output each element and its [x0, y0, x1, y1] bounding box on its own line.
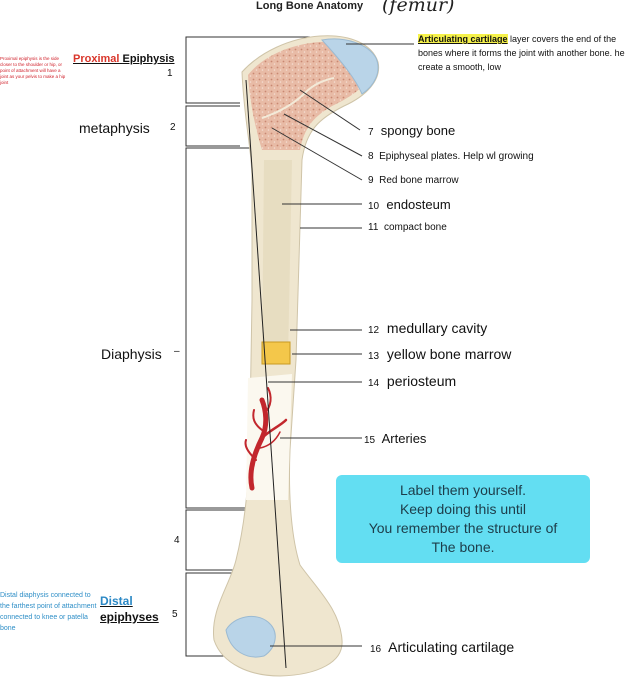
- region-number-2: 2: [170, 122, 176, 133]
- region-number-4: 4: [174, 535, 180, 546]
- cartilage-description: Articulating cartilage layer covers the …: [418, 32, 640, 74]
- proximal-epiphysis-label: Proximal Epiphysis: [73, 53, 175, 65]
- label-compact-bone: 11 compact bone: [368, 222, 447, 233]
- label-periosteum: 14 periosteum: [368, 373, 457, 389]
- epiphysis-word: Epiphysis: [122, 53, 175, 65]
- note-line-2: Keep doing this until: [399, 501, 527, 517]
- label-red-bone-marrow: 9 Red bone marrow: [368, 175, 459, 186]
- note-line-3: You remember the structure of: [368, 520, 558, 536]
- label-yellow-bone-marrow: 13 yellow bone marrow: [368, 346, 512, 362]
- yellow-bone-marrow: [261, 341, 291, 365]
- label-epiphyseal-plates: 8 Epiphyseal plates. Help wl growing: [368, 151, 534, 162]
- bracket-diaphysis: [185, 147, 255, 509]
- medullary-cavity: [262, 160, 292, 360]
- note-line-1: Label them yourself.: [399, 482, 527, 498]
- distal-word: Distal: [100, 594, 133, 608]
- note-line-4: The bone.: [431, 539, 495, 555]
- distal-note: Distal diaphysis connected to the farthe…: [0, 592, 97, 632]
- region-number-1: 1: [167, 68, 173, 79]
- cartilage-highlight: Articulating cartilage: [418, 34, 508, 44]
- bracket-metaphysis-distal: [185, 509, 250, 571]
- proximal-note: Proximal epiphysis is the side closer to…: [0, 56, 66, 85]
- metaphysis-label: metaphysis: [79, 120, 150, 136]
- label-articulating-cartilage: 16 Articulating cartilage: [370, 639, 515, 655]
- bracket-metaphysis: [185, 105, 240, 147]
- label-medullary-cavity: 12 medullary cavity: [368, 320, 488, 336]
- region-number-3: –: [174, 346, 180, 357]
- articular-cartilage-bottom: [225, 615, 276, 658]
- periosteum-cut: [246, 374, 292, 500]
- label-endosteum: 10 endosteum: [368, 197, 451, 212]
- diaphysis-label: Diaphysis: [101, 346, 162, 362]
- diagram-title: Long Bone Anatomy: [256, 0, 364, 12]
- proximal-word: Proximal: [73, 53, 120, 65]
- bracket-proximal-epiphysis: [185, 36, 310, 104]
- handwritten-femur: (femur): [382, 0, 455, 16]
- label-arteries: 15 Arteries: [364, 431, 427, 446]
- cartilage-text: layer covers the end of the bones where …: [418, 34, 625, 72]
- region-number-5: 5: [172, 609, 178, 620]
- study-note-box: Label them yourself. Keep doing this unt…: [336, 475, 590, 563]
- reference-line: [245, 79, 287, 669]
- arteries: [244, 387, 288, 491]
- distal-epiphyses-label: Distal epiphyses: [100, 593, 159, 625]
- label-spongy-bone: 7 spongy bone: [368, 123, 456, 138]
- articular-cartilage-top: [321, 38, 379, 95]
- region-brackets: [185, 36, 310, 657]
- bone-body: [212, 35, 380, 677]
- epiphyseal-line: [261, 77, 335, 119]
- leader-lines: [268, 43, 414, 647]
- epiphyses-word: epiphyses: [100, 610, 159, 624]
